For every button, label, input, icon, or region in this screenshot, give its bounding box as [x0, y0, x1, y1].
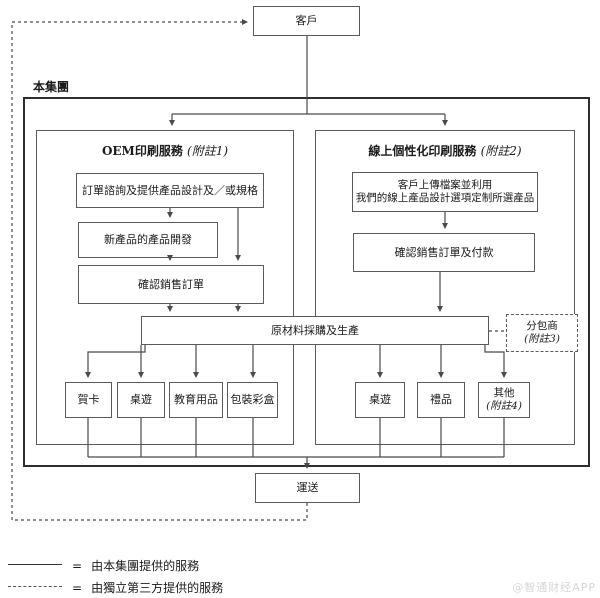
subcontractor-label: 分包商: [526, 319, 558, 332]
online-step2-label: 確認銷售訂單及付款: [394, 245, 494, 259]
delivery-box: 運送: [255, 473, 360, 503]
customer-label: 客戶: [295, 14, 318, 28]
product-board-games-online: 桌遊: [355, 382, 405, 418]
subcontractor-box: 分包商 (附註3): [506, 314, 578, 352]
product-label: 包裝彩盒: [230, 393, 275, 407]
production-label: 原材料採購及生產: [271, 323, 359, 337]
watermark: @智通财经APP: [512, 581, 596, 594]
online-step-upload: 客戶上傳檔案並利用 我們的線上產品設計選項定制所選產品: [352, 172, 538, 212]
product-greeting-cards: 賀卡: [65, 382, 112, 418]
product-packaging-boxes: 包裝彩盒: [227, 382, 278, 418]
oem-step-order-consultation: 訂單諮詢及提供產品設計及／或規格: [76, 173, 264, 208]
product-board-games-oem: 桌遊: [117, 382, 165, 418]
online-step1-line1: 客戶上傳檔案並利用: [397, 178, 493, 191]
online-title-note: (附註2): [480, 144, 522, 158]
oem-step-confirm-order: 確認銷售訂單: [78, 265, 264, 304]
legend-solid-line: [8, 564, 62, 565]
oem-step3-label: 確認銷售訂單: [138, 277, 204, 291]
online-title-text: 線上個性化印刷服務: [368, 144, 477, 158]
production-box: 原材料採購及生產: [141, 316, 489, 345]
legend-dashed-label: 由獨立第三方提供的服務: [91, 581, 224, 595]
oem-step2-label: 新產品的產品開發: [104, 233, 192, 247]
legend-solid-label: 由本集團提供的服務: [91, 559, 200, 573]
product-others-note: (附註4): [486, 400, 522, 412]
online-section-box: [315, 130, 575, 445]
oem-step-product-development: 新產品的產品開發: [78, 222, 218, 258]
product-label: 賀卡: [77, 393, 100, 407]
product-label: 教育用品: [174, 393, 218, 407]
legend-dashed-eq: =: [72, 581, 83, 595]
legend-dashed-line: [8, 586, 62, 587]
product-label: 禮品: [430, 393, 452, 407]
subcontractor-note: (附註3): [524, 333, 560, 345]
product-label: 桌遊: [369, 393, 391, 407]
online-step1-line2: 我們的線上產品設計選項定制所選產品: [355, 192, 535, 204]
oem-step1-label: 訂單諮詢及提供產品設計及／或規格: [82, 183, 258, 197]
customer-box: 客戶: [253, 6, 360, 36]
product-others-label: 其他: [493, 386, 515, 399]
product-others: 其他 (附註4): [478, 382, 530, 418]
delivery-label: 運送: [296, 481, 319, 495]
online-step-confirm-payment: 確認銷售訂單及付款: [353, 233, 535, 272]
oem-section-title: OEM印刷服務 (附註1): [36, 142, 294, 159]
oem-title-text: OEM印刷服務: [101, 144, 183, 158]
legend-dashed-entry: = 由獨立第三方提供的服務: [72, 579, 223, 596]
oem-title-note: (附註1): [187, 144, 229, 158]
online-section-title: 線上個性化印刷服務 (附註2): [315, 142, 575, 159]
legend-solid-eq: =: [72, 559, 83, 573]
product-educational-items: 教育用品: [169, 382, 223, 418]
product-label: 桌遊: [130, 393, 152, 407]
product-gifts: 禮品: [417, 382, 465, 418]
legend-solid-entry: = 由本集團提供的服務: [72, 557, 199, 574]
group-label: 本集團: [33, 80, 70, 94]
